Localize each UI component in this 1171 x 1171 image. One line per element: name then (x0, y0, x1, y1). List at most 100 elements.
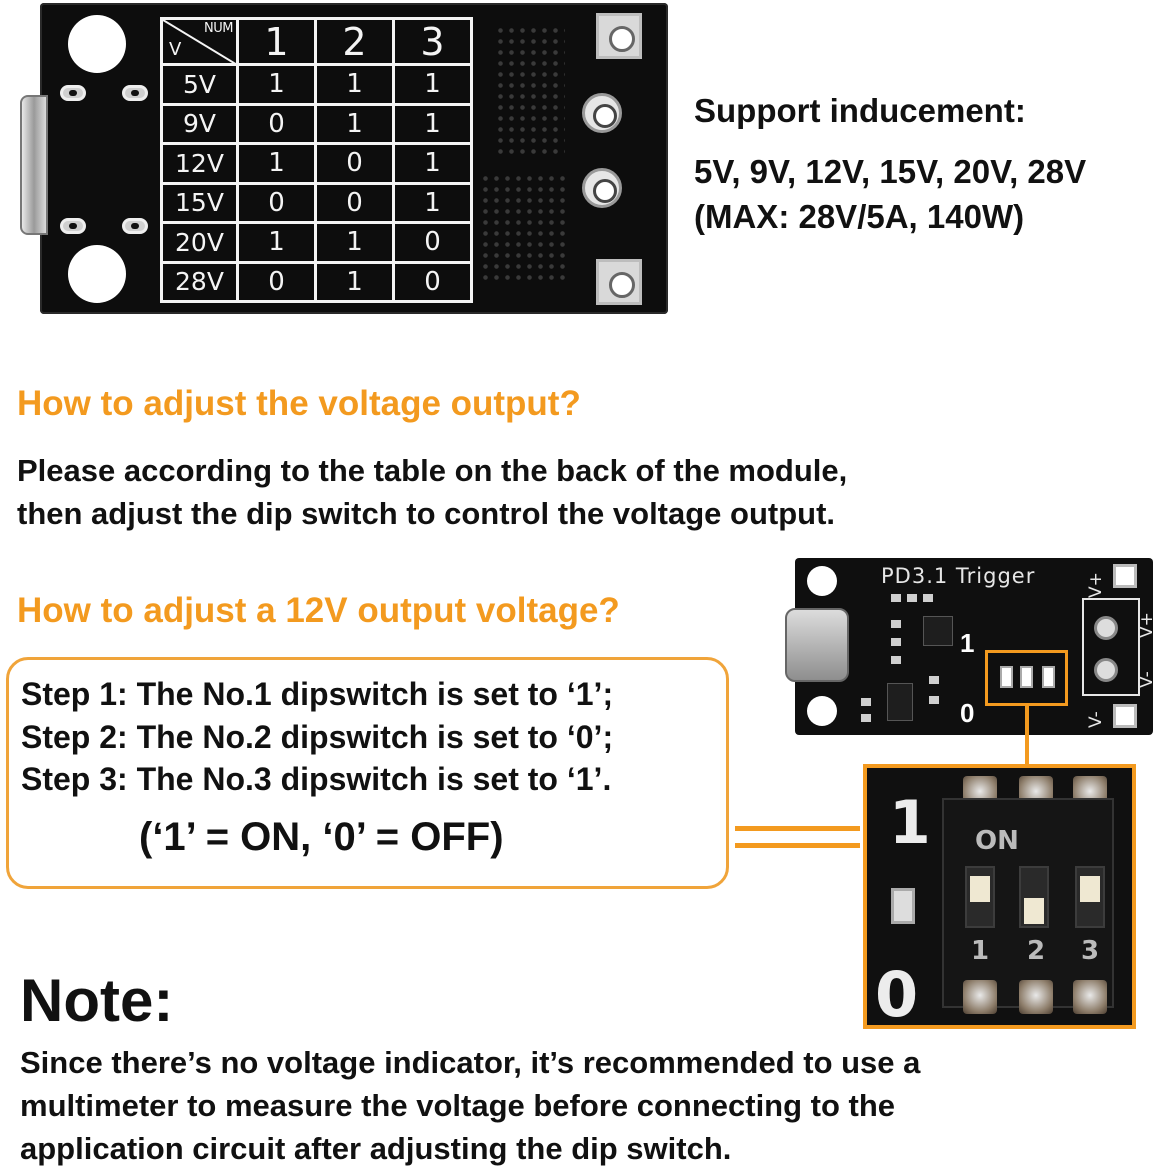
mini-dip-switch (1020, 666, 1033, 688)
solder-pad (1073, 980, 1107, 1014)
voltage-cell: 15V (160, 181, 239, 224)
note-title: Note: (20, 967, 174, 1034)
dip-highlight-box (985, 650, 1068, 706)
zoom-connector-line (1025, 706, 1029, 766)
table-row: 28V 0 1 0 (160, 260, 473, 303)
on-off-legend: (‘1’ = ON, ‘0’ = OFF) (139, 815, 504, 859)
voltage-cell: 20V (160, 221, 239, 264)
smd-component (891, 656, 901, 664)
switch-cell: 1 (392, 102, 473, 145)
table-row: 5V 1 1 1 (160, 63, 473, 106)
table-header-row: V NUM 1 2 3 (160, 17, 473, 66)
screw (1094, 616, 1118, 640)
solder-pad (963, 980, 997, 1014)
switch-cell: 0 (236, 102, 317, 145)
table-row: 20V 1 1 0 (160, 221, 473, 264)
support-title: Support inducement: (694, 92, 1026, 129)
board-mark-1: 1 (960, 628, 975, 658)
voltage-cell: 12V (160, 142, 239, 185)
steps-box: Step 1: The No.1 dipswitch is set to ‘1’… (6, 657, 729, 889)
board-title: PD3.1 Trigger (881, 564, 1036, 588)
dip-switch-2 (1019, 866, 1049, 928)
smd-component (929, 696, 939, 704)
voltage-cell: 9V (160, 102, 239, 145)
dip-knob-on (1080, 876, 1100, 902)
table-row: 15V 0 0 1 (160, 181, 473, 224)
zoom-mark-0: 0 (875, 958, 919, 1029)
dip-knob-off (1024, 898, 1044, 924)
terminal-block (1082, 598, 1140, 696)
dip-number: 3 (1081, 936, 1100, 966)
switch-cell: 1 (392, 63, 473, 106)
adjust-heading: How to adjust the voltage output? (17, 384, 581, 423)
mount-hole (68, 15, 126, 73)
adjust-line: then adjust the dip switch to control th… (17, 496, 836, 531)
voltage-cell: 5V (160, 63, 239, 106)
board-mark-0: 0 (960, 698, 975, 728)
smd-component (891, 620, 901, 628)
table-row: 12V 1 0 1 (160, 142, 473, 185)
mini-dip-switch (1042, 666, 1055, 688)
adjust-line: Please according to the table on the bac… (17, 453, 848, 488)
smd-component (861, 698, 871, 706)
dip-switch-zoom: 1 0 ON 1 2 3 (863, 764, 1136, 1029)
switch-cell: 0 (314, 142, 395, 185)
smd-component (907, 594, 917, 602)
diagonal-line (163, 20, 239, 66)
via-grid (480, 173, 570, 283)
dip-knob-on (970, 876, 990, 902)
pad (60, 85, 86, 101)
mount-hole (68, 245, 126, 303)
corner-cell: V NUM (160, 17, 239, 66)
smd-component (891, 594, 901, 602)
support-max: (MAX: 28V/5A, 140W) (694, 198, 1025, 235)
smd-component (929, 676, 939, 684)
terminal-pad (596, 259, 642, 305)
switch-cell: 0 (314, 181, 395, 224)
switch-cell: 1 (236, 221, 317, 264)
v-minus-label: V- (1086, 711, 1106, 728)
pcb-back-photo: V NUM 1 2 3 5V 1 1 1 9V 0 1 1 12V 1 0 1 … (20, 3, 668, 314)
screw (1094, 658, 1118, 682)
pad (122, 85, 148, 101)
switch-cell: 1 (314, 260, 395, 303)
dip-number: 1 (971, 936, 990, 966)
ic-chip (887, 683, 913, 721)
switch-cell: 1 (314, 221, 395, 264)
v-minus-label: V- (1137, 671, 1157, 688)
switch-cell: 0 (236, 181, 317, 224)
solder-pad (1019, 980, 1053, 1014)
switch-cell: 0 (236, 260, 317, 303)
dip-number: 2 (1027, 936, 1046, 966)
corner-v-label: V (169, 39, 182, 60)
column-header: 3 (392, 17, 473, 66)
terminal-pad (596, 13, 642, 59)
usb-c-connector (20, 95, 48, 235)
equals-bar (735, 826, 860, 831)
usb-c-connector (785, 608, 849, 682)
smd-component (923, 594, 933, 602)
adjust-instructions: Please according to the table on the bac… (17, 449, 847, 535)
switch-cell: 1 (392, 142, 473, 185)
switch-cell: 1 (314, 102, 395, 145)
terminal-pad (582, 168, 622, 208)
v-plus-label: V+ (1137, 612, 1157, 638)
note-line: application circuit after adjusting the … (20, 1131, 732, 1166)
column-header: 2 (314, 17, 395, 66)
pcb-front-photo: PD3.1 Trigger V+ V+ V- V- (785, 558, 1157, 735)
smd-component (891, 638, 901, 646)
mount-hole (807, 696, 837, 726)
smd-component (861, 714, 871, 722)
note-line: multimeter to measure the voltage before… (20, 1088, 896, 1123)
voltage-dip-table: V NUM 1 2 3 5V 1 1 1 9V 0 1 1 12V 1 0 1 … (160, 17, 473, 303)
dip-switch-3 (1075, 866, 1105, 928)
switch-cell: 0 (392, 260, 473, 303)
equals-bar (735, 843, 860, 848)
voltage-cell: 28V (160, 260, 239, 303)
mount-hole (807, 566, 837, 596)
ic-chip (923, 616, 953, 646)
column-header: 1 (236, 17, 317, 66)
step-2: Step 2: The No.2 dipswitch is set to ‘0’… (21, 719, 614, 755)
terminal-pad (1113, 564, 1137, 588)
support-info: Support inducement: 5V, 9V, 12V, 15V, 20… (694, 88, 1164, 239)
